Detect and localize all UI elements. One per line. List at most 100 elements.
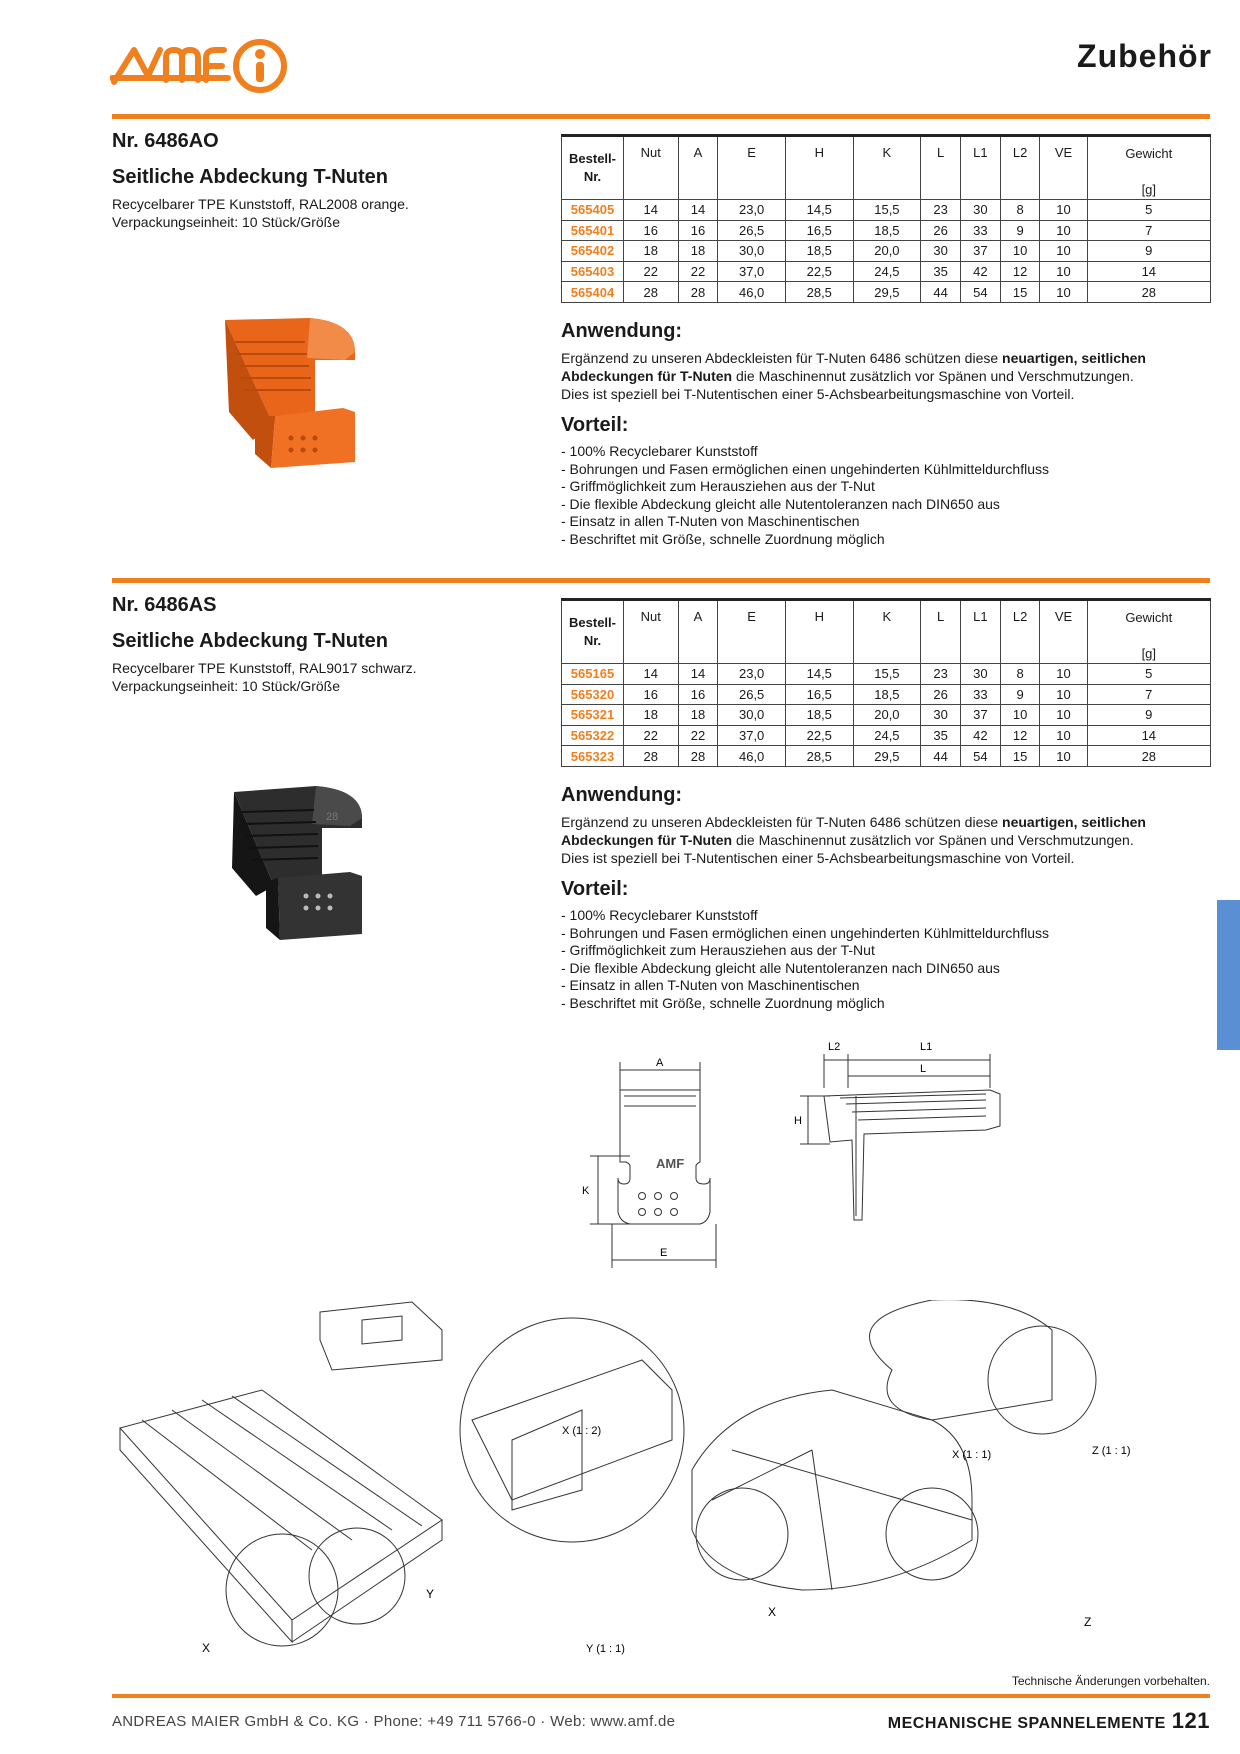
list-item: - 100% Recyclebarer Kunststoff	[561, 907, 758, 923]
vorteil-list: - 100% Recyclebarer Kunststoff - Bohrung…	[561, 443, 1049, 548]
product-title: Seitliche Abdeckung T-Nuten	[112, 630, 388, 652]
table-cell: 22	[677, 260, 719, 283]
table-cell: 22	[623, 260, 679, 283]
col-header-l: L	[920, 134, 961, 200]
col-header-ve: VE	[1039, 134, 1088, 200]
col-header-nut: Nut	[623, 134, 679, 200]
table-cell: 14	[677, 663, 719, 685]
product-image-black: 28	[232, 786, 362, 940]
table-cell: 16,5	[784, 219, 854, 242]
table-cell: 10	[1039, 745, 1088, 767]
table-cell: 37	[959, 704, 1001, 726]
size-label: 28	[326, 811, 338, 823]
article-number: 565404	[561, 281, 624, 303]
table-cell: 29,5	[852, 281, 922, 303]
table-cell: 20,0	[852, 704, 922, 726]
table-cell: 10	[1039, 281, 1088, 303]
list-item: - Einsatz in allen T-Nuten von Maschinen…	[561, 513, 860, 529]
table-cell: 28	[677, 745, 719, 767]
table-cell: 54	[959, 745, 1001, 767]
vorteil-list: - 100% Recyclebarer Kunststoff - Bohrung…	[561, 907, 1049, 1012]
list-item: - Die flexible Abdeckung gleicht alle Nu…	[561, 495, 1000, 512]
table-cell: 30,0	[717, 704, 786, 726]
anwendung-heading: Anwendung:	[561, 320, 683, 342]
page-number: 121	[1171, 1708, 1210, 1733]
table-cell: 12	[999, 260, 1041, 283]
detail-label-y11: Y (1 : 1)	[586, 1643, 625, 1655]
table-cell: 10	[1039, 704, 1088, 726]
col-header-a: A	[677, 598, 719, 664]
footer-company: ANDREAS MAIER GmbH & Co. KG · Phone: +49…	[112, 1713, 676, 1730]
table-cell: 29,5	[852, 745, 922, 767]
dim-label-l2: L2	[828, 1041, 840, 1053]
disclaimer: Technische Änderungen vorbehalten.	[1011, 1674, 1210, 1688]
product-image-orange	[225, 318, 355, 468]
col-header-l2: L2	[999, 134, 1041, 200]
article-number: 565321	[561, 704, 624, 726]
front-view-drawing: AMF A K E	[582, 1057, 717, 1268]
table-cell: 18	[677, 704, 719, 726]
table-cell: 30,0	[717, 240, 786, 262]
list-item: - Beschriftet mit Größe, schnelle Zuordn…	[561, 530, 885, 547]
table-cell: 37,0	[717, 724, 786, 747]
col-header-l1: L1	[959, 598, 1001, 664]
table-cell: 14,5	[784, 199, 854, 221]
amf-logo	[110, 39, 287, 93]
article-number: 565322	[561, 724, 624, 747]
table-cell: 10	[1039, 219, 1088, 242]
table-cell: 33	[959, 219, 1001, 242]
col-header-nut: Nut	[623, 598, 679, 664]
table-cell: 10	[1039, 240, 1088, 262]
list-item: - Beschriftet mit Größe, schnelle Zuordn…	[561, 994, 885, 1011]
chapter-tab	[1217, 900, 1240, 1050]
col-header-a: A	[677, 134, 719, 200]
table-cell: 46,0	[717, 745, 786, 767]
table-cell: 26,5	[717, 219, 786, 242]
detail-marker-z: Z	[1084, 1615, 1091, 1629]
table-cell: 14	[1086, 724, 1212, 747]
table-cell: 35	[920, 260, 961, 283]
table-cell: 46,0	[717, 281, 786, 303]
col-header-k: K	[852, 598, 922, 664]
dim-label-l1: L1	[920, 1041, 932, 1053]
detail-marker-x2: X	[768, 1605, 776, 1619]
table-cell: 7	[1086, 683, 1212, 706]
table-cell: 26	[920, 683, 961, 706]
table-cell: 16	[623, 683, 679, 706]
list-item: - Bohrungen und Fasen ermöglichen einen …	[561, 460, 1049, 477]
table-cell: 26,5	[717, 683, 786, 706]
page-header-title: Zubehör	[1077, 38, 1212, 74]
col-header-e: E	[717, 598, 786, 664]
dim-label-l: L	[920, 1063, 926, 1075]
table-cell: 22,5	[784, 724, 854, 747]
table-cell: 9	[1086, 704, 1212, 726]
side-view-drawing: L2 L1 L H	[794, 1041, 1001, 1221]
spec-table: Bestell-Nr. Nut A E H K L L1 L2 VE Gewic…	[561, 598, 1212, 767]
table-cell: 9	[999, 219, 1041, 242]
anwendung-text: Ergänzend zu unseren Abdeckleisten für T…	[561, 350, 1146, 402]
table-cell: 18	[623, 240, 679, 262]
product-packaging: Verpackungseinheit: 10 Stück/Größe	[112, 214, 341, 230]
col-header-e: E	[717, 134, 786, 200]
table-cell: 23	[920, 663, 961, 685]
table-cell: 15,5	[852, 199, 922, 221]
vorteil-heading: Vorteil:	[561, 414, 629, 436]
table-cell: 28,5	[784, 745, 854, 767]
table-cell: 10	[1039, 663, 1088, 685]
table-cell: 14	[623, 199, 679, 221]
table-cell: 28	[677, 281, 719, 303]
table-cell: 23,0	[717, 199, 786, 221]
col-header-k: K	[852, 134, 922, 200]
table-cell: 9	[1086, 240, 1212, 262]
dim-label-a: A	[656, 1057, 664, 1069]
col-header-gewicht: Gewicht[g]	[1086, 598, 1212, 664]
table-cell: 14,5	[784, 663, 854, 685]
table-cell: 18	[623, 704, 679, 726]
anwendung-text: Ergänzend zu unseren Abdeckleisten für T…	[561, 814, 1146, 866]
table-cell: 42	[959, 724, 1001, 747]
